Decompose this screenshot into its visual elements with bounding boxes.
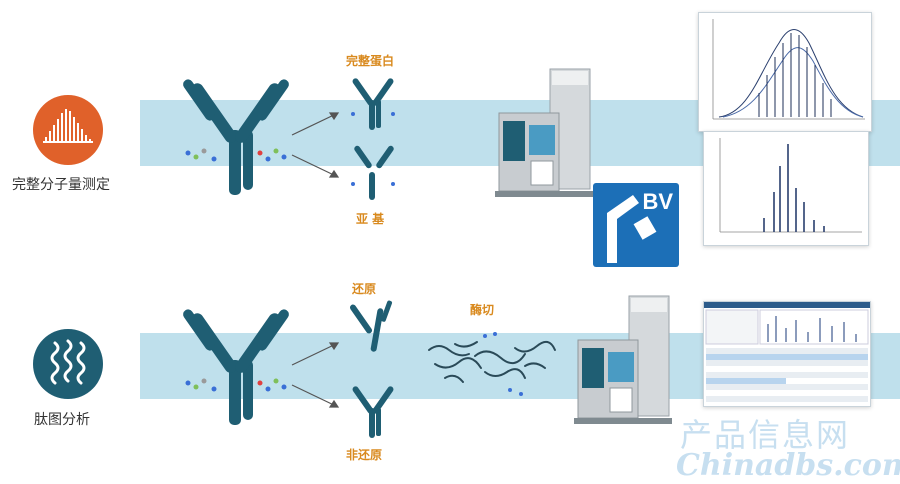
glycan-dots	[185, 378, 287, 392]
antibody-icon	[183, 309, 289, 425]
logo-text: BV	[642, 189, 673, 214]
reduced-chains-icon	[349, 300, 393, 352]
mass-spectrometer-icon	[574, 295, 672, 424]
non-reduced-antibody-icon	[352, 386, 394, 438]
glycan-dots	[185, 148, 287, 162]
intact-protein-label: 完整蛋白	[346, 54, 395, 68]
digest-label: 酶切	[470, 303, 495, 317]
watermark-line2: Chinadbs.com	[676, 448, 900, 483]
subunit-antibody-icon	[351, 145, 395, 200]
row1-title: 完整分子量测定	[12, 177, 110, 193]
mass-spectrometer-icon	[495, 68, 593, 197]
watermark-line1: 产品信息网	[680, 416, 851, 454]
deconvoluted-spectrum-panel	[703, 131, 869, 246]
peptide-fragments-icon	[428, 332, 556, 396]
biopharma-view-logo: BV	[593, 183, 679, 267]
non-reduced-label: 非还原	[346, 448, 383, 462]
antibody-icon	[183, 79, 289, 195]
raw-spectrum-panel	[698, 12, 872, 132]
split-arrows	[291, 112, 340, 178]
peptide-map-icon	[33, 329, 103, 399]
subunit-label: 亚 基	[356, 212, 385, 226]
peptide-map-software-panel	[703, 301, 871, 407]
reduced-label: 还原	[352, 282, 377, 296]
split-arrows	[291, 342, 340, 408]
intact-mass-icon	[33, 95, 103, 165]
intact-antibody-icon	[351, 78, 395, 130]
row2-title: 肽图分析	[34, 412, 90, 428]
